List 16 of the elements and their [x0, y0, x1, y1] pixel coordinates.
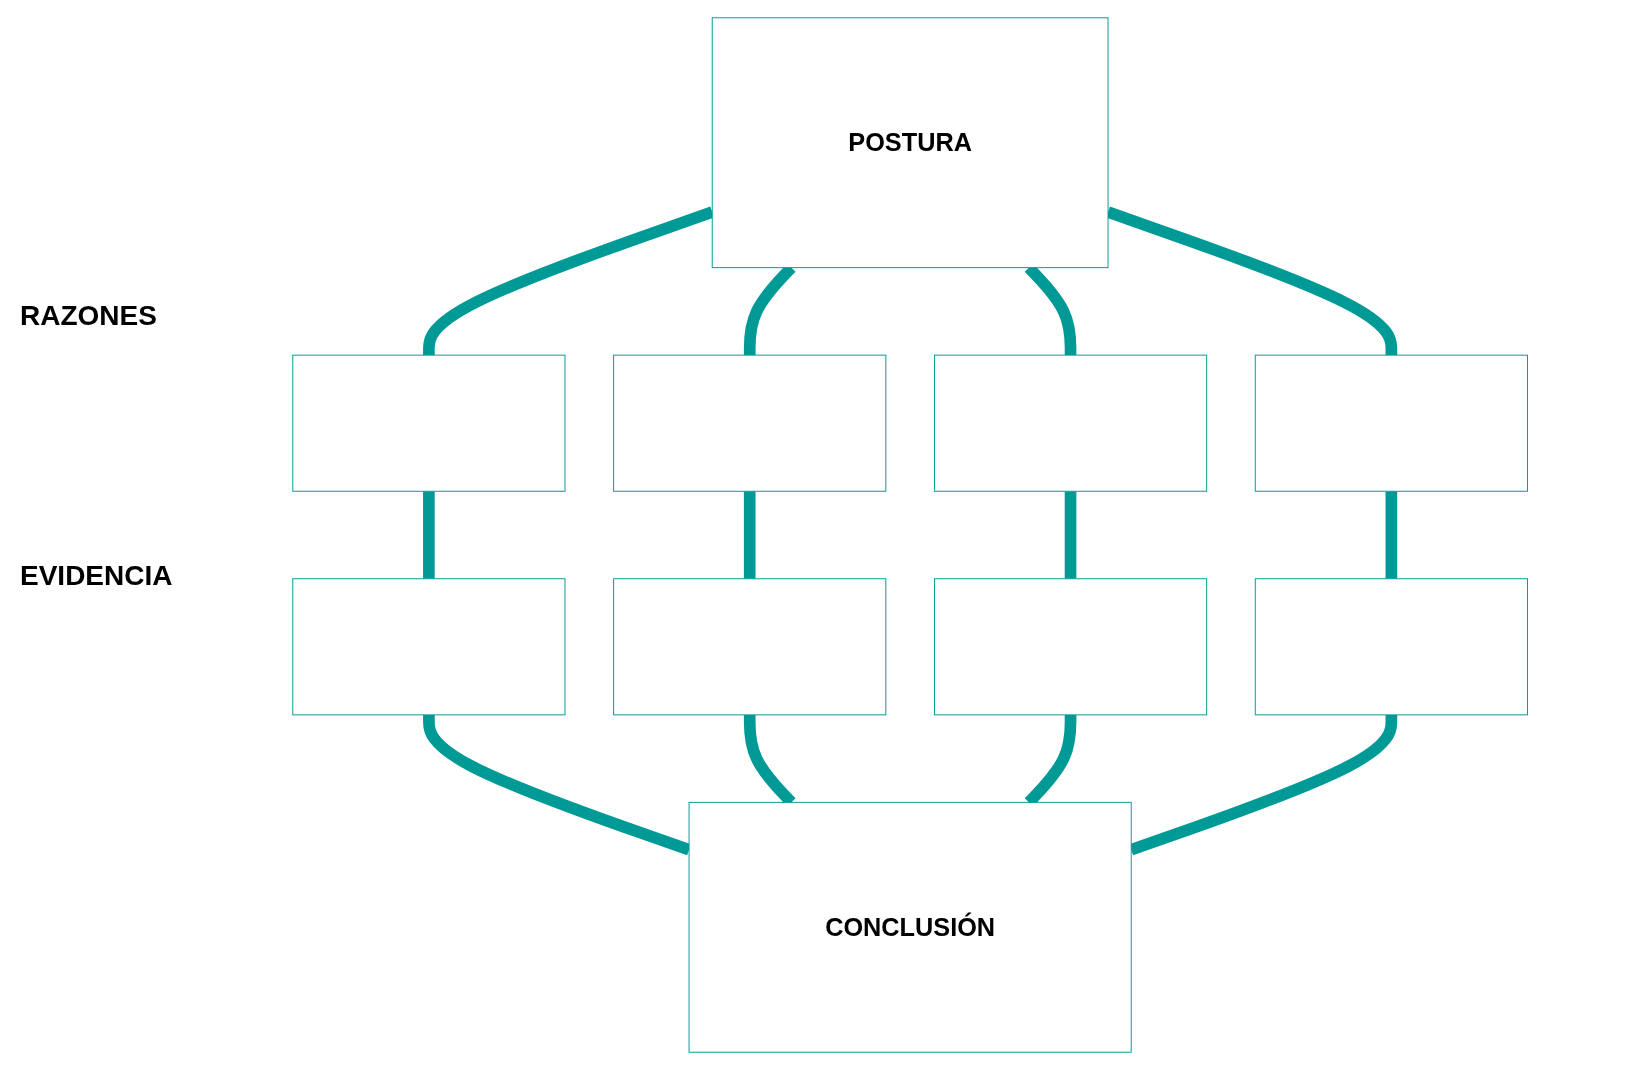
node-box: [1254, 354, 1528, 492]
row-label: RAZONES: [20, 300, 157, 332]
node-box: [292, 578, 566, 716]
row-label: EVIDENCIA: [20, 560, 173, 592]
node-box: [292, 354, 566, 492]
node-box: [933, 578, 1207, 716]
connector: [743, 491, 756, 579]
node-box: POSTURA: [711, 17, 1109, 269]
node-box: CONCLUSIÓN: [688, 801, 1132, 1053]
connector: [422, 491, 435, 579]
connector: [1385, 491, 1398, 579]
node-box: [613, 578, 887, 716]
node-box: [933, 354, 1207, 492]
node-box: [613, 354, 887, 492]
node-box: [1254, 578, 1528, 716]
connector: [1064, 491, 1077, 579]
